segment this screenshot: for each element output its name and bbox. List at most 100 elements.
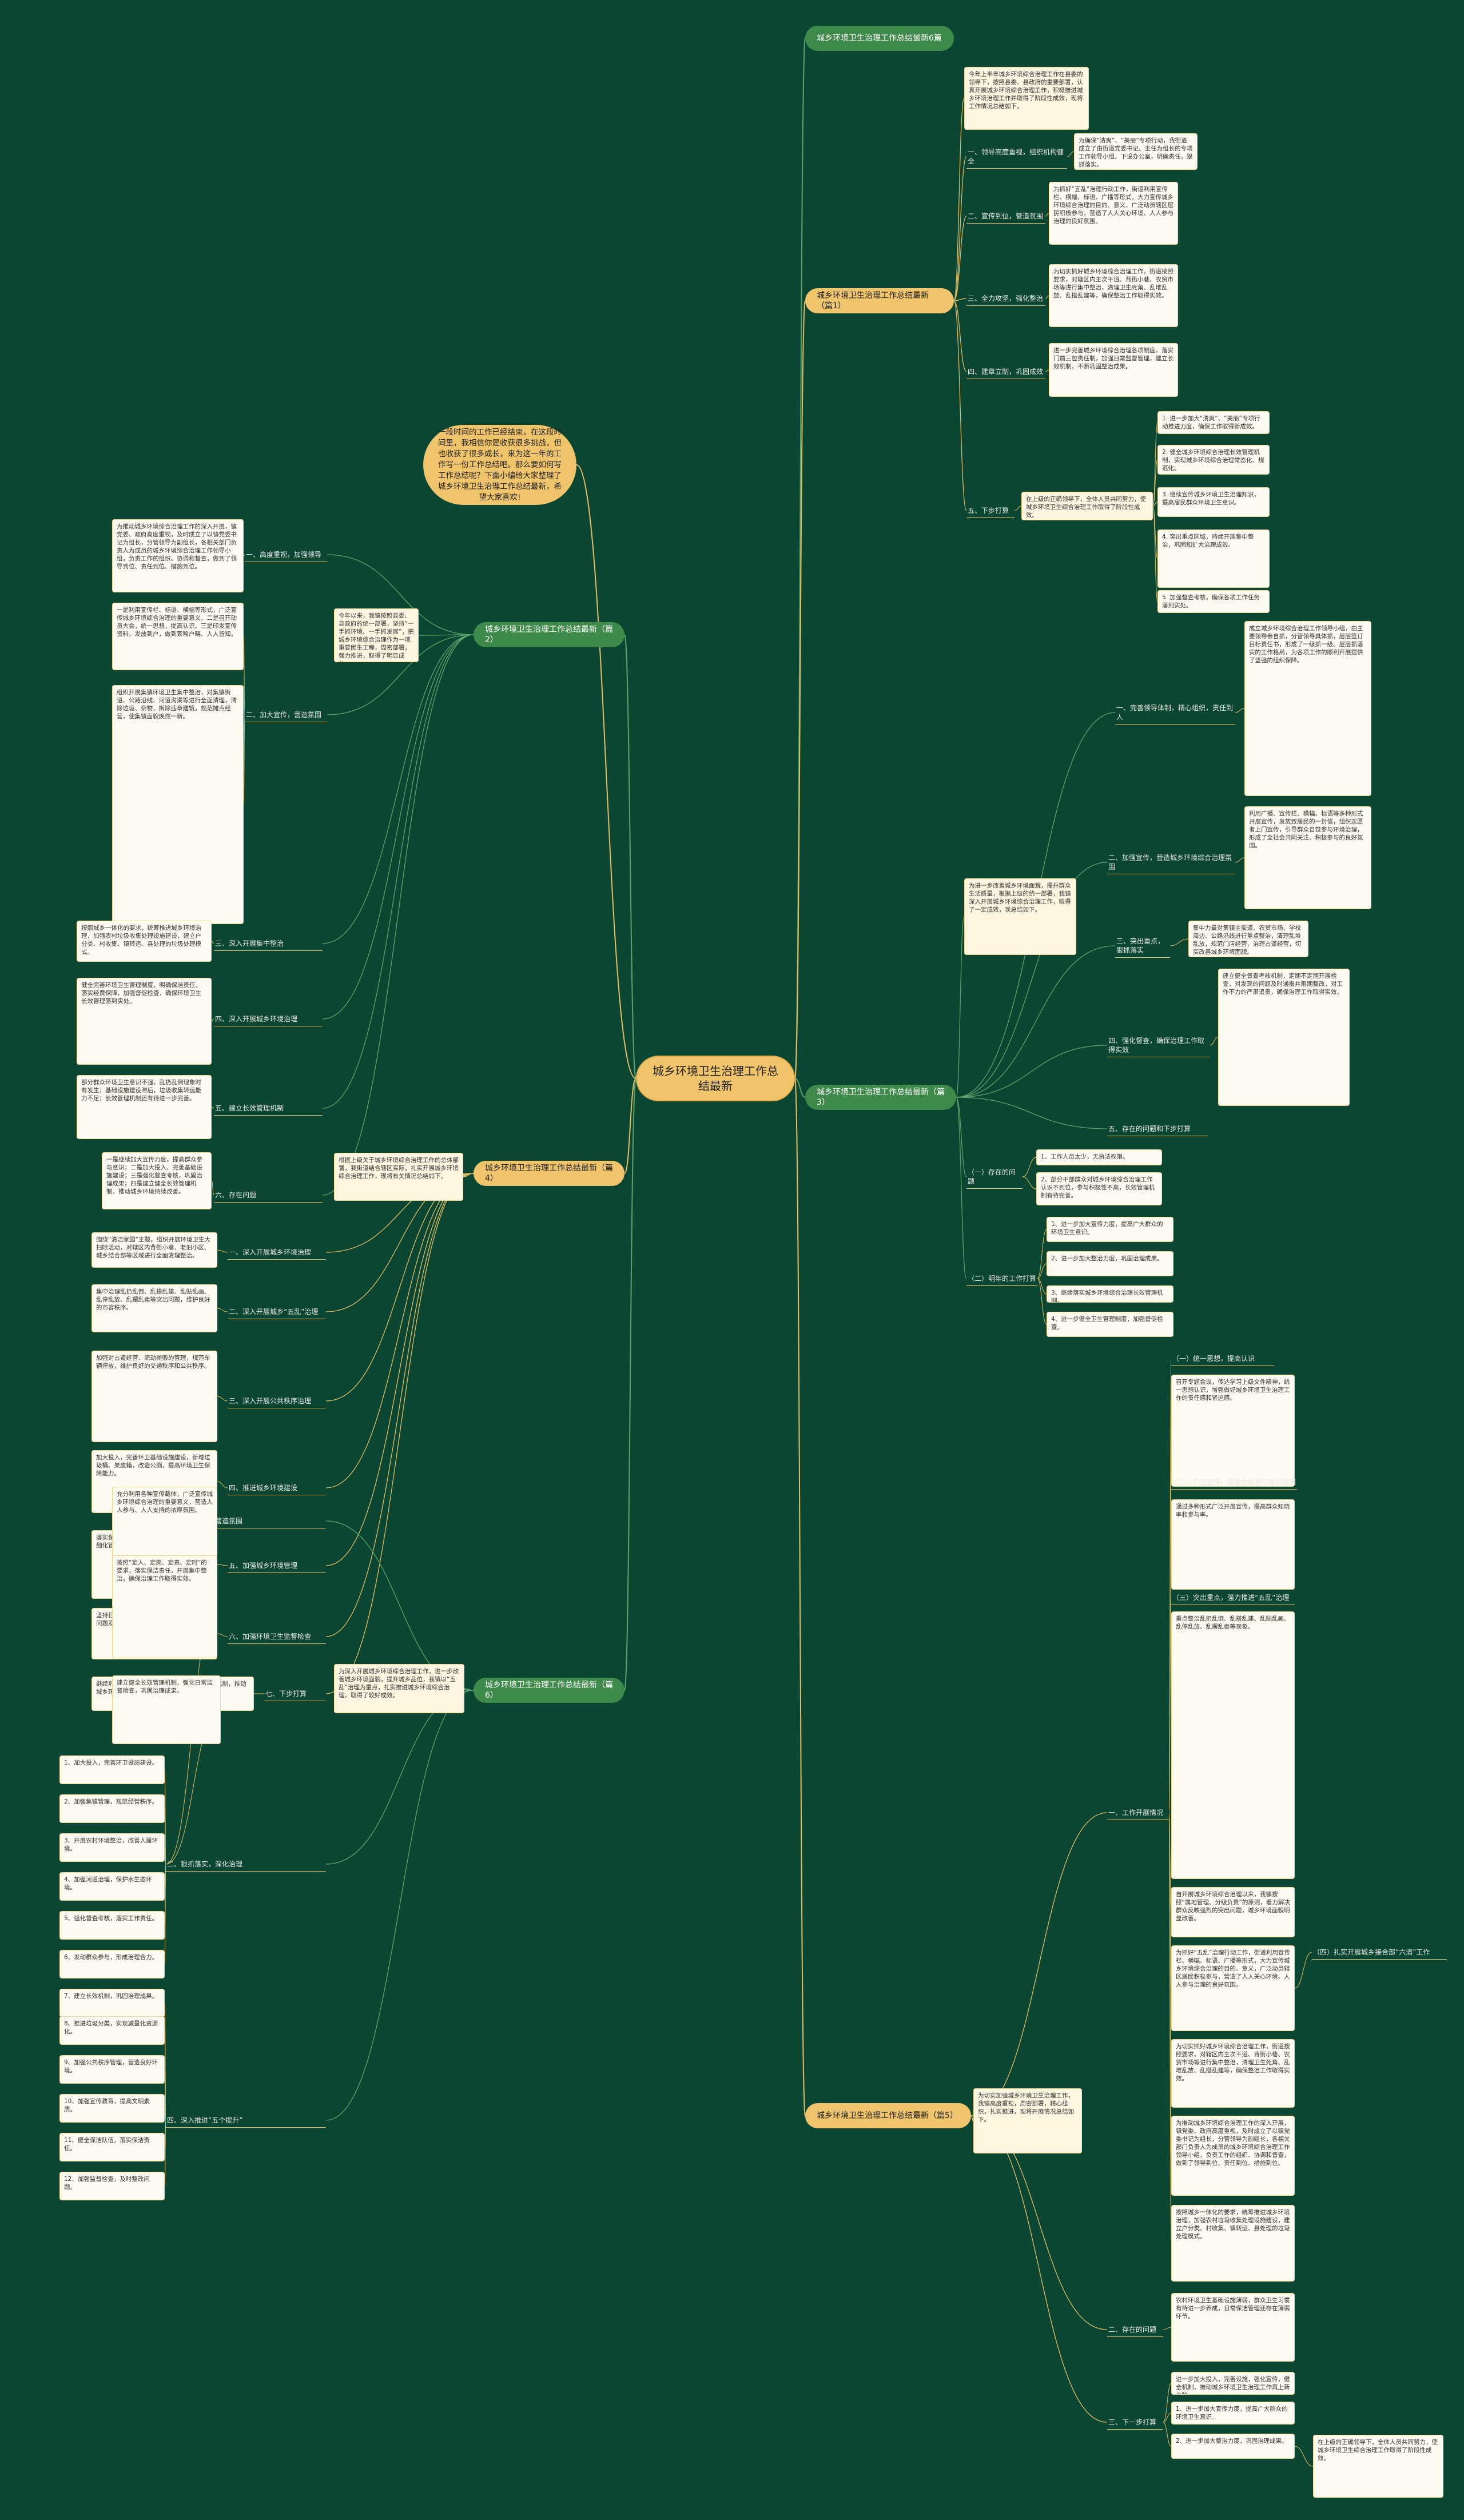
part6-heading-4: 四、深入推进“五个提升” [166, 2115, 326, 2128]
connector-branch-part2-part2-heading-3 [322, 634, 474, 944]
connector-branch-part2-part2-heading-6 [322, 634, 474, 1196]
branch-part4[interactable]: 城乡环境卫生治理工作总结最新（篇4） [474, 1161, 624, 1186]
connector-central-topic-branch-part6 [624, 1078, 636, 1691]
part5-item-2-label: （二）广泛宣传，营造全民参与良好氛围 [1171, 1476, 1297, 1490]
part1-heading-4: 四、建章立制，巩固成效 [966, 366, 1045, 379]
part2-text-5: 部分群众环境卫生意识不强，乱扔乱倒现象时有发生；基础设施建设滞后，垃圾收集转运能… [77, 1075, 212, 1139]
part5-text-3b: 1、进一步加大宣传力度，提高广大群众的环境卫生意识。 [1171, 2402, 1295, 2425]
connector-branch-part3-part3-problems-heading [956, 1097, 967, 1177]
central-topic: 城乡环境卫生治理工作总结最新 [636, 1056, 795, 1101]
connector-branch-part6-part6-heading-2 [325, 1690, 474, 1865]
connector-branch-part4-part4-heading-4 [325, 1173, 474, 1488]
part6-text-3: 建立健全长效管理机制，强化日常监督检查，巩固治理成果。 [112, 1675, 221, 1744]
part6-detail-6: 6、发动群众参与，形成治理合力。 [59, 1950, 165, 1978]
connector-part5-heading-2-part5-text-2 [1163, 2327, 1172, 2330]
branch-part2[interactable]: 城乡环境卫生治理工作总结最新（篇2） [474, 622, 624, 647]
connector-part6-heading-2-part6-detail-6 [164, 1864, 166, 1965]
connector-part3-heading-1-part3-text-1 [1235, 708, 1245, 713]
connector-part1-heading-2-part1-text-2 [1045, 213, 1049, 217]
part6-detail-4: 4、加强河道治理，保护水生态环境。 [59, 1872, 165, 1901]
connector-branch-part4-part4-heading-3 [325, 1173, 474, 1402]
part4-heading-2: 二、深入开展城乡“五乱”治理 [228, 1306, 326, 1319]
connector-part2-heading-3-part2-text-3 [211, 941, 214, 944]
part5-text-1d: 为推动城乡环境综合治理工作的深入开展，镇党委、政府高度重视，及时成立了以镇党委书… [1171, 2116, 1295, 2196]
connector-branch-part3-part3-intro [956, 916, 965, 1098]
part1-summary: 在上级的正确领导下，全体人员共同努力，使城乡环境卫生综合治理工作取得了阶段性成效… [1021, 492, 1153, 520]
part6-detail-5: 5、强化督查考核，落实工作责任。 [59, 1911, 165, 1940]
connector-part3-heading-4-part3-text-4 [1210, 1037, 1219, 1046]
part5-heading-2: 二、存在的问题 [1107, 2324, 1163, 2337]
branch-part5[interactable]: 城乡环境卫生治理工作总结最新（篇5） [805, 2103, 971, 2128]
connector-part1-heading-5-part1-summary [1014, 505, 1022, 511]
connector-branch-part4-part4-heading-7 [325, 1173, 474, 1694]
part6-detail-10: 10、加强宣传教育，提高文明素质。 [59, 2094, 165, 2123]
connector-branch-part5-part5-heading-1 [970, 1812, 1108, 2116]
part1-heading-5: 五、下步打算 [966, 505, 1015, 518]
part5-text-3c: 2、进一步加大整治力度，巩固治理成果。 [1171, 2434, 1295, 2459]
part3-heading-3: 三、突出重点，狠抓落实 [1115, 935, 1170, 958]
connector-central-topic-branch-overview [794, 38, 806, 1079]
connector-part2-heading-6-part2-text-6 [211, 1180, 214, 1196]
connector-part5-heading-1-part5-text-1e [1168, 1812, 1172, 2244]
part6-detail-9: 9、加强公共秩序管理，营造良好环境。 [59, 2055, 165, 2084]
part2-heading-5: 五、建立长效管理机制 [214, 1102, 323, 1116]
connector-branch-part3-part3-next-heading [956, 1097, 967, 1279]
part1-plan-2: 2. 健全城乡环境综合治理长效管理机制，实现城乡环境综合治理常态化、规范化。 [1157, 445, 1270, 475]
connector-part4-heading-2-part4-text-2 [217, 1308, 228, 1312]
connector-part5-heading-3-part5-text-3c [1163, 2422, 1172, 2447]
part1-plan-1: 1. 进一步加大“清爽”、“美丽”专项行动推进力度，确保工作取得新成效。 [1157, 411, 1270, 434]
connector-central-topic-branch-part3 [794, 1078, 806, 1098]
part3-problem-2: 2、部分干部群众对城乡环境综合治理工作认识不到位，参与积极性不高，长效管理机制有… [1036, 1172, 1162, 1205]
connector-central-topic-branch-part2 [624, 634, 636, 1079]
connector-branch-part3-part3-heading-4 [956, 1045, 1108, 1098]
connector-branch-part1-part1-heading-4 [953, 300, 967, 372]
part5-item-4-label: （四）扎实开展城乡接合部“六清”工作 [1312, 1946, 1447, 1960]
connector-part3-next-heading-part3-next-4 [1037, 1278, 1047, 1325]
connector-part4-heading-5-part4-text-5 [217, 1564, 228, 1566]
part4-heading-7: 七、下步打算 [264, 1688, 326, 1701]
branch-part6[interactable]: 城乡环境卫生治理工作总结最新（篇6） [474, 1678, 624, 1703]
branch-overview[interactable]: 城乡环境卫生治理工作总结最新6篇 [805, 26, 954, 51]
part1-text-4: 进一步完善城乡环境综合治理各项制度，落实门前三包责任制，加强日常监督管理，建立长… [1049, 343, 1178, 397]
connector-branch-part6-part6-heading-4 [325, 1690, 474, 2121]
connector-part5-heading-3-part5-text-3b [1163, 2412, 1172, 2423]
connector-part1-heading-3-part1-text-3 [1045, 295, 1049, 299]
part2-heading-1: 一、高度重视，加强领导 [245, 549, 327, 562]
part5-text-3d: 在上级的正确领导下，全体人员共同努力，使城乡环境卫生综合治理工作取得了阶段性成效… [1313, 2435, 1443, 2498]
part3-text-3: 集中力量对集镇主街道、农贸市场、学校周边、公路沿线进行重点整治，清理乱堆乱放，规… [1188, 921, 1308, 957]
connector-branch-part2-part2-heading-2 [327, 634, 474, 715]
part6-detail-1: 1、加大投入，完善环卫设施建设。 [59, 1755, 165, 1784]
part6-detail-8: 8、推进垃圾分类，实现减量化资源化。 [59, 2016, 165, 2045]
part4-heading-1: 一、深入开展城乡环境治理 [228, 1247, 326, 1260]
part3-heading-1: 一、完善领导体制，精心组织，责任到人 [1115, 702, 1235, 724]
branch-part3[interactable]: 城乡环境卫生治理工作总结最新（篇3） [805, 1085, 956, 1110]
connector-part1-heading-1-part1-text-1 [1067, 151, 1075, 157]
part3-next-1: 1、进一步加大宣传力度，提高广大群众的环境卫生意识。 [1047, 1217, 1173, 1242]
part6-heading-2: 二、狠抓落实，深化治理 [166, 1858, 326, 1872]
connector-part1-summary-part1-plan-3 [1152, 501, 1158, 507]
part6-detail-12: 12、加强监督检查，及时整改问题。 [59, 2172, 165, 2200]
part2-text-2a: 一是利用宣传栏、标语、横幅等形式，广泛宣传城乡环境综合治理的重要意义。二是召开动… [112, 603, 244, 670]
connector-part2-heading-5-part2-text-5 [211, 1106, 214, 1109]
connector-part4-heading-6-part4-text-6 [217, 1633, 228, 1637]
connector-branch-part1-part1-intro [953, 98, 965, 301]
part4-heading-3: 三、深入开展公共秩序治理 [228, 1395, 326, 1408]
connector-part4-heading-1-part4-text-1 [217, 1249, 228, 1253]
connector-part5-text-1b-part5-item-4-label [1294, 1952, 1312, 1989]
part6-detail-11: 11、健全保洁队伍，落实保洁责任。 [59, 2133, 165, 2161]
part1-text-1: 为确保“清爽”、“美丽”专项行动，我街道成立了由街道党委书记、主任为组长的专项工… [1074, 133, 1198, 170]
part1-text-3: 为切实抓好城乡环境综合治理工作，街道按照要求，对辖区内主次干道、背街小巷、农贸市… [1049, 264, 1178, 327]
part6-detail-7: 7、建立长效机制，巩固治理成果。 [59, 1989, 165, 2017]
part5-heading-1: 一、工作开展情况 [1107, 1807, 1169, 1820]
part6-intro: 为深入开展城乡环境综合治理工作，进一步改善城乡环境面貌，提升城乡品位，我镇以“五… [334, 1664, 464, 1713]
connector-part2-heading-2-part2-text-2a [243, 636, 245, 715]
connector-part5-text-3c-part5-text-3d [1294, 2446, 1314, 2467]
part1-plan-5: 5. 加强督查考核，确保各项工作任务落到实处。 [1157, 590, 1270, 613]
connector-branch-part4-part4-heading-5 [325, 1173, 474, 1566]
connector-branch-part1-part1-heading-5 [953, 300, 967, 511]
part5-item-3-label: （三）突出重点，强力推进“五乱”治理 [1171, 1592, 1295, 1605]
connector-part6-heading-4-part6-detail-12 [164, 2120, 166, 2187]
branch-part1[interactable]: 城乡环境卫生治理工作总结最新（篇1） [805, 288, 954, 313]
part2-heading-2: 二、加大宣传，营造氛围 [245, 709, 327, 722]
connector-branch-part1-part1-heading-1 [953, 156, 967, 301]
